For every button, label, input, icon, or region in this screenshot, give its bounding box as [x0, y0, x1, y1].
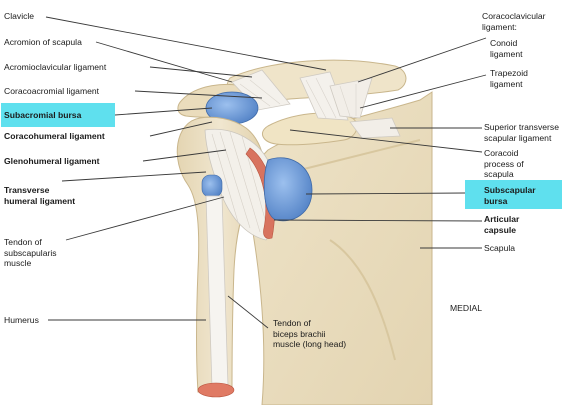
label-transverse-humeral-ligament: Transverse humeral ligament	[4, 185, 75, 206]
label-coracoid-process: Coracoid process of scapula	[484, 148, 524, 180]
label-subacromial-bursa: Subacromial bursa	[4, 110, 81, 121]
label-coracoclavicular-ligament: Coracoclavicular ligament:	[482, 11, 546, 32]
label-coracohumeral-ligament: Coracohumeral ligament	[4, 131, 105, 142]
label-glenohumeral-ligament: Glenohumeral ligament	[4, 156, 100, 167]
label-biceps-tendon: Tendon of biceps brachii muscle (long he…	[273, 318, 346, 350]
label-medial: MEDIAL	[450, 303, 482, 314]
label-coracoacromial-ligament: Coracoacromial ligament	[4, 86, 99, 97]
label-subscapular-bursa: Subscapular bursa	[484, 185, 536, 206]
label-tendon-of-subscapularis: Tendon of subscapularis muscle	[4, 237, 57, 269]
label-articular-capsule: Articular capsule	[484, 214, 519, 235]
label-acromioclavicular-ligament: Acromioclavicular ligament	[4, 62, 106, 73]
label-scapula: Scapula	[484, 243, 515, 254]
label-clavicle: Clavicle	[4, 11, 34, 22]
label-trapezoid-ligament: Trapezoid ligament	[490, 68, 528, 89]
label-humerus: Humerus	[4, 315, 39, 326]
label-superior-transverse-scapular-ligament: Superior transverse scapular ligament	[484, 122, 559, 143]
label-conoid-ligament: Conoid ligament	[490, 38, 522, 59]
label-acromion-of-scapula: Acromion of scapula	[4, 37, 82, 48]
